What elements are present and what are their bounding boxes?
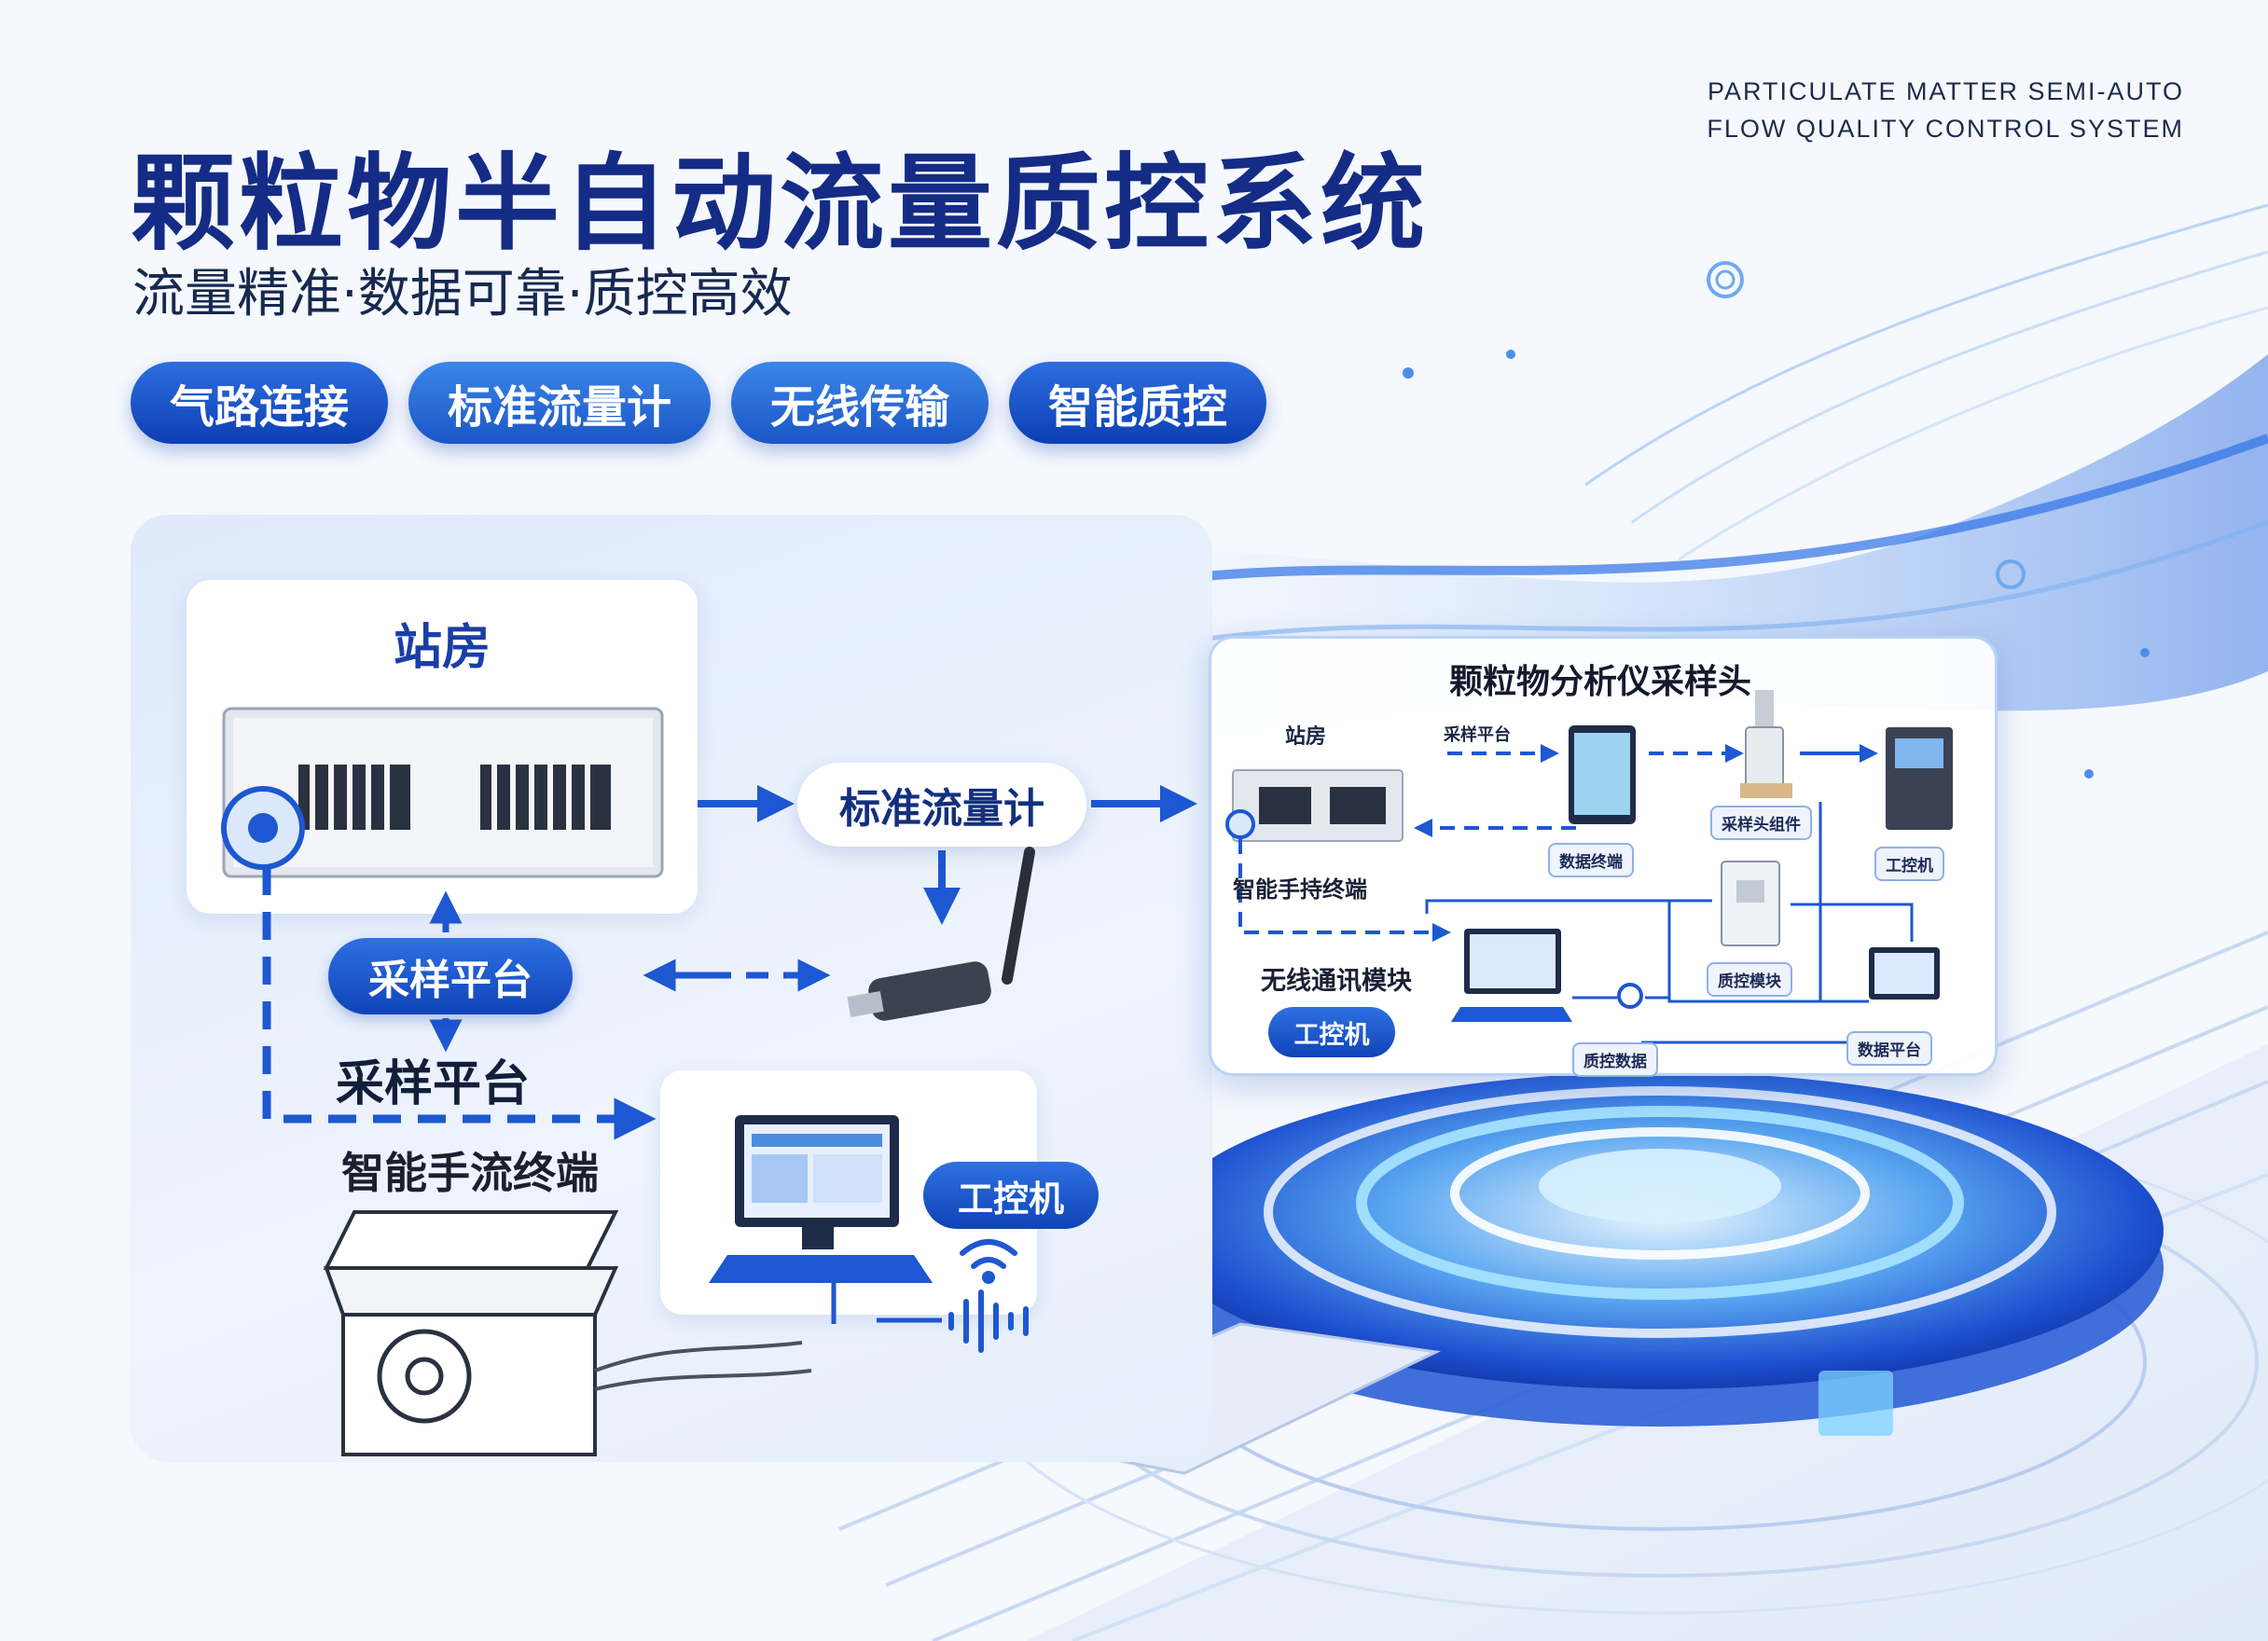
- qc-module-icon: [1721, 861, 1780, 946]
- feature-pill-wireless: 无线传输: [731, 362, 989, 444]
- feature-pill-gas-connection: 气路连接: [131, 362, 389, 444]
- touch-display-icon: [1569, 725, 1636, 824]
- right-ipc-pill: 工控机: [1268, 1007, 1395, 1057]
- english-title-line-2: FLOW QUALITY CONTROL SYSTEM: [1707, 115, 2184, 143]
- english-title-line-1: PARTICULATE MATTER SEMI-AUTO: [1707, 77, 2184, 105]
- tag-center: 质控数据: [1572, 1042, 1658, 1077]
- node-icon: [1617, 983, 1643, 1009]
- tag-platform: 数据平台: [1846, 1031, 1932, 1066]
- page-title: 颗粒物半自动流量质控系统: [131, 144, 1429, 265]
- right-station-label: 站房: [1285, 725, 1327, 749]
- right-panel-title: 颗粒物分析仪采样头: [1448, 663, 1751, 701]
- sampling-head-icon: [1740, 690, 1792, 798]
- tag-module: 质控模块: [1707, 962, 1792, 997]
- page-subtitle: 流量精准·数据可靠·质控高效: [132, 264, 793, 324]
- wifi-icon: [960, 1239, 1017, 1284]
- tag-display: 数据终端: [1548, 843, 1634, 877]
- sampler-device-icon: [323, 1210, 812, 1456]
- right-sampling-label: 采样平台: [1444, 725, 1511, 745]
- sampling-platform-pill: 采样平台: [328, 938, 573, 1014]
- handheld-terminal-label: 智能手流终端: [341, 1148, 599, 1198]
- platform-monitor-icon: [1869, 947, 1940, 1000]
- wireless-usb-module-icon: [847, 847, 1035, 1021]
- desktop-computer-icon: [709, 1115, 933, 1283]
- feature-pill-smart-qc: 智能质控: [1009, 362, 1267, 444]
- small-server-icon: [1225, 769, 1404, 842]
- server-rack-icon: [221, 707, 664, 878]
- sound-wave-icon: [948, 1289, 1029, 1353]
- feature-pill-standard-flowmeter: 标准流量计: [408, 362, 712, 444]
- analyzer-cabinet-icon: [1886, 727, 1953, 830]
- ipc-pill: 工控机: [923, 1162, 1099, 1229]
- feature-pills: 气路连接 标准流量计 无线传输 智能质控: [131, 362, 1267, 444]
- right-wireless-label: 无线通讯模块: [1261, 967, 1412, 996]
- right-handheld-label: 智能手持终端: [1233, 876, 1367, 903]
- monitor-icon: [1451, 929, 1572, 1022]
- station-title: 站房: [393, 620, 491, 676]
- standard-flowmeter-label: 标准流量计: [797, 763, 1086, 847]
- english-title: PARTICULATE MATTER SEMI-AUTO FLOW QUALIT…: [1707, 73, 2184, 147]
- sampling-platform-text: 采样平台: [336, 1056, 531, 1112]
- tag-analyzer: 工控机: [1874, 847, 1944, 881]
- tag-sampler: 采样头组件: [1710, 806, 1812, 840]
